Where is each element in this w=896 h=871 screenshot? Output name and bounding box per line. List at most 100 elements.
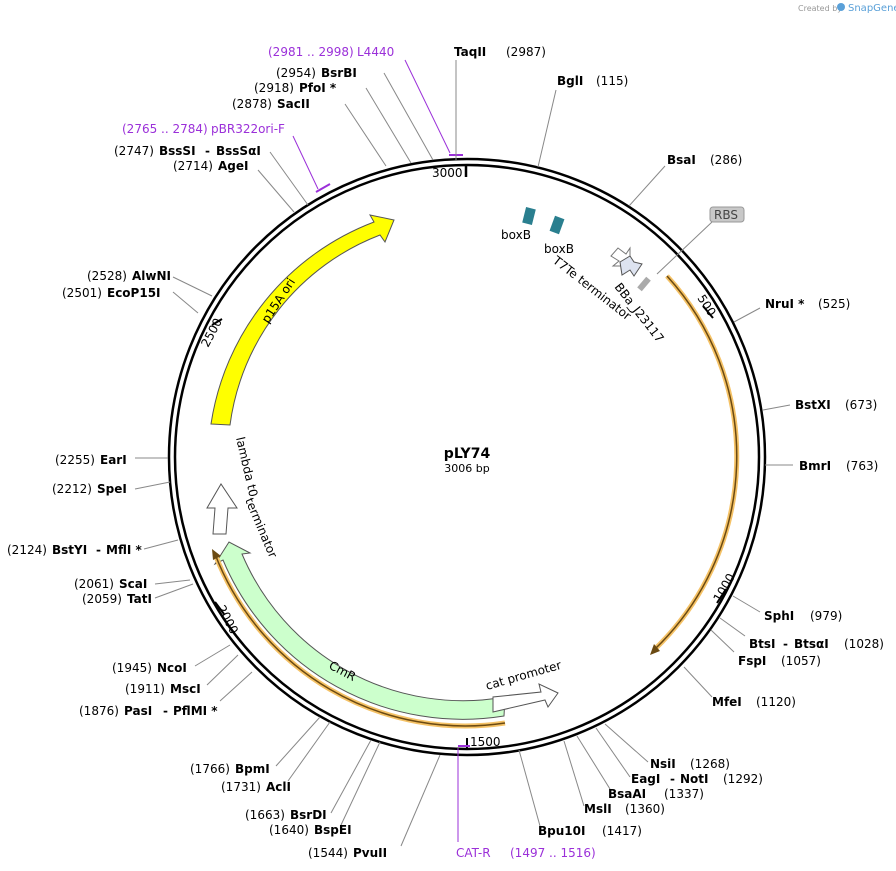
boxb-feature-1[interactable]	[522, 207, 536, 225]
enzyme-bpmi[interactable]: BpmI	[235, 762, 270, 776]
enzyme-bsssi-pos: (2747)	[114, 144, 154, 158]
enzyme-pfoi[interactable]: PfoI *	[299, 81, 337, 95]
enzyme-eari[interactable]: EarI	[100, 453, 127, 467]
enzyme-fspi[interactable]: FspI	[738, 654, 766, 668]
enzyme-eari-pos: (2255)	[55, 453, 95, 467]
enzyme-bsssi[interactable]: BssSI	[159, 144, 196, 158]
enzyme-bsssai[interactable]: BssSαI	[216, 144, 261, 158]
brand-text: SnapGene	[848, 3, 896, 14]
enzyme-bmri[interactable]: BmrI	[799, 459, 831, 473]
cat-promoter-feature[interactable]	[492, 683, 559, 713]
enzyme-eagi[interactable]: EagI	[631, 772, 660, 786]
enzyme-bsai[interactable]: BsaI	[667, 153, 696, 167]
primer-l4440-name: L4440	[357, 45, 394, 59]
right-orf-arrow-icon	[650, 644, 660, 655]
enzyme-bsaai[interactable]: BsaAI	[608, 787, 646, 801]
boxb-feature-2[interactable]	[549, 215, 565, 235]
enzyme-tati[interactable]: TatI	[127, 592, 152, 606]
svg-text:-: -	[163, 704, 168, 718]
enzyme-alwni[interactable]: AlwNI	[132, 269, 171, 283]
backbone-outer	[167, 157, 767, 757]
enzyme-fspi-pos: (1057)	[781, 654, 821, 668]
primer-catr-name: CAT-R	[456, 846, 491, 860]
enzyme-ncoi[interactable]: NcoI	[157, 661, 187, 675]
enzyme-acli[interactable]: AclI	[266, 780, 291, 794]
svg-text:-: -	[783, 637, 788, 651]
primer-pbr322-range: (2765 .. 2784)	[122, 122, 208, 136]
enzyme-msci[interactable]: MscI	[170, 682, 201, 696]
p15a-ori-feature[interactable]	[210, 214, 395, 426]
rbs-label: RBS	[714, 208, 738, 222]
enzyme-alwni-pos: (2528)	[87, 269, 127, 283]
enzyme-spei-pos: (2212)	[52, 482, 92, 496]
enzyme-scai[interactable]: ScaI	[119, 577, 147, 591]
enzyme-btsi-pos: (1028)	[844, 637, 884, 651]
enzyme-bspei-pos: (1640)	[269, 823, 309, 837]
svg-text:-: -	[96, 543, 101, 557]
enzyme-msli[interactable]: MslI	[584, 802, 612, 816]
enzyme-tati-pos: (2059)	[82, 592, 122, 606]
enzyme-bspei[interactable]: BspEI	[314, 823, 352, 837]
enzyme-msci-pos: (1911)	[125, 682, 165, 696]
enzyme-pasi[interactable]: PasI	[124, 704, 152, 718]
enzyme-bstyi[interactable]: BstYI	[52, 543, 87, 557]
cmr-feature[interactable]	[213, 541, 506, 720]
enzyme-bsrdi-pos: (1663)	[245, 808, 285, 822]
enzyme-pasi-pos: (1876)	[79, 704, 119, 718]
enzyme-mfei-pos: (1120)	[756, 695, 796, 709]
lambda-t0-terminator-feature[interactable]	[206, 483, 238, 535]
svg-text:-: -	[670, 772, 675, 786]
enzyme-sacii[interactable]: SacII	[277, 97, 310, 111]
enzyme-nrui[interactable]: NruI *	[765, 297, 805, 311]
enzyme-scai-pos: (2061)	[74, 577, 114, 591]
p15a-ori-label: p15A ori	[259, 276, 298, 326]
tick-3000: 3000	[432, 165, 468, 180]
cmr-orf-line	[212, 553, 506, 729]
credit-text: Created by	[798, 4, 842, 13]
enzyme-mfei[interactable]: MfeI	[712, 695, 742, 709]
enzyme-mfli[interactable]: MflI *	[106, 543, 142, 557]
primer-leaders	[292, 59, 459, 842]
enzyme-bsrdi[interactable]: BsrDI	[290, 808, 327, 822]
enzyme-bstxi-pos: (673)	[845, 398, 877, 412]
enzyme-bgli-pos: (115)	[596, 74, 628, 88]
cmr-orf-arrow-icon	[212, 549, 221, 560]
snapgene-logo-icon	[837, 3, 845, 11]
lambda-terminator-label-1: lambda t0	[233, 436, 260, 499]
pbr322ori-f-primer-mark[interactable]	[315, 183, 331, 193]
enzyme-taqii-pos: (2987)	[506, 45, 546, 59]
enzyme-bpu10i[interactable]: Bpu10I	[538, 824, 585, 838]
enzyme-bsrbi[interactable]: BsrBI	[321, 66, 357, 80]
enzyme-nsii[interactable]: NsiI	[650, 757, 676, 771]
enzyme-ecop15i[interactable]: EcoP15I	[107, 286, 161, 300]
enzyme-bpu10i-pos: (1417)	[602, 824, 642, 838]
enzyme-btsi[interactable]: BtsI	[749, 637, 776, 651]
enzyme-nrui-pos: (525)	[818, 297, 850, 311]
enzyme-pflmi[interactable]: PflMI *	[173, 704, 218, 718]
enzyme-taqii[interactable]: TaqII	[454, 45, 486, 59]
enzyme-btsai[interactable]: BtsαI	[794, 637, 829, 651]
enzyme-ncoi-pos: (1945)	[112, 661, 152, 675]
boxb-label-1: boxB	[501, 228, 531, 242]
rbs-marker[interactable]	[637, 276, 651, 292]
enzyme-eagi-pos: (1292)	[723, 772, 763, 786]
enzyme-noti[interactable]: NotI	[680, 772, 709, 786]
primer-catr-range: (1497 .. 1516)	[510, 846, 596, 860]
enzyme-sacii-pos: (2878)	[232, 97, 272, 111]
bba-j23117-feature[interactable]	[619, 255, 643, 277]
rbs-label-box	[709, 206, 745, 223]
enzyme-nsii-pos: (1268)	[690, 757, 730, 771]
enzyme-agei[interactable]: AgeI	[218, 159, 248, 173]
enzyme-bgli[interactable]: BglI	[557, 74, 583, 88]
enzyme-spei[interactable]: SpeI	[97, 482, 127, 496]
boxb-label-2: boxB	[544, 242, 574, 256]
enzyme-msli-pos: (1360)	[625, 802, 665, 816]
enzyme-pvuii[interactable]: PvuII	[353, 846, 387, 860]
enzyme-bstxi[interactable]: BstXI	[795, 398, 831, 412]
enzyme-sphi-pos: (979)	[810, 609, 842, 623]
enzyme-sphi[interactable]: SphI	[764, 609, 794, 623]
enzyme-bstyi-pos: (2124)	[7, 543, 47, 557]
enzyme-agei-pos: (2714)	[173, 159, 213, 173]
enzyme-bsaai-pos: (1337)	[664, 787, 704, 801]
